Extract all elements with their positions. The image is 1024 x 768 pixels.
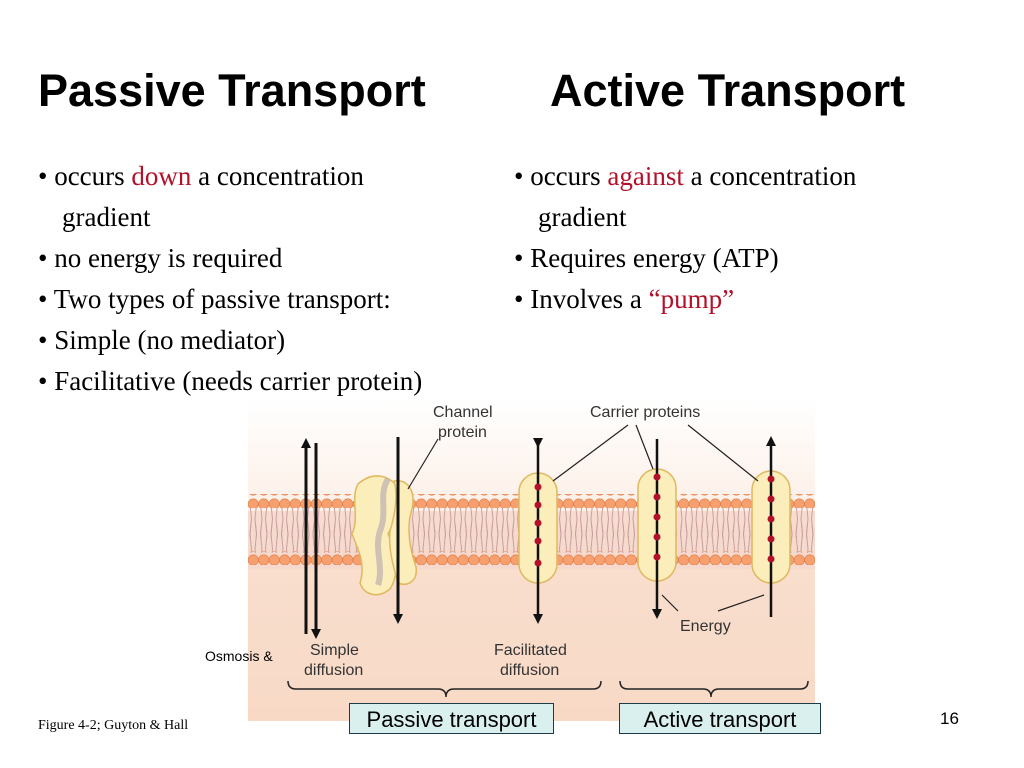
- cytoplasm-region: [248, 569, 815, 721]
- brackets: [287, 680, 809, 698]
- carrier-proteins-label: Carrier proteins: [590, 404, 700, 421]
- highlight-down: down: [131, 161, 192, 191]
- bullet-text: • occurs: [38, 161, 132, 191]
- highlight-against: against: [607, 161, 684, 191]
- active-bullet-3: • Involves a “pump”: [514, 279, 856, 320]
- active-carrier-2: [751, 436, 791, 617]
- passive-bullet-4: • Simple (no mediator): [38, 325, 286, 355]
- active-bullet-1: • occurs against a concentration: [514, 156, 856, 197]
- energy-label: Energy: [680, 618, 731, 635]
- passive-bullet-1: • occurs down a concentration: [38, 156, 422, 197]
- active-transport-label: Active transport: [619, 703, 821, 734]
- passive-transport-label: Passive transport: [349, 703, 554, 734]
- title-active-transport: Active Transport: [550, 65, 906, 116]
- simple-diffusion-line1: Simple: [310, 642, 359, 659]
- pointer-lines: [407, 424, 765, 612]
- bullet-text: a concentration: [683, 161, 857, 191]
- passive-bullet-1-cont: gradient: [62, 202, 151, 232]
- channel-protein: [351, 437, 417, 624]
- passive-bullet-5: • Facilitative (needs carrier protein): [38, 366, 423, 396]
- bullet-text: • occurs: [514, 161, 608, 191]
- simple-diffusion-line2: diffusion: [304, 662, 363, 679]
- active-carrier-1: [637, 439, 677, 619]
- title-passive-transport: Passive Transport: [38, 65, 426, 116]
- simple-diffusion-arrows: [301, 438, 321, 639]
- figure-labels: Channel protein Carrier proteins Energy …: [304, 404, 731, 679]
- bullet-text: a concentration: [191, 161, 364, 191]
- channel-label-line2: protein: [438, 424, 487, 441]
- passive-bullet-2: • no energy is required: [38, 243, 283, 273]
- page-number: 16: [940, 709, 959, 728]
- passive-bullet-list: • occurs down a concentration gradient •…: [38, 156, 422, 402]
- highlight-pump: “pump”: [648, 284, 735, 314]
- bullet-text: • Involves a: [514, 284, 649, 314]
- active-bullet-list: • occurs against a concentration gradien…: [514, 156, 856, 320]
- osmosis-label: Osmosis &: [205, 648, 273, 664]
- active-bullet-1-cont: gradient: [538, 202, 627, 232]
- figure-credit: Figure 4-2; Guyton & Hall: [38, 718, 189, 733]
- facilitated-diffusion-line2: diffusion: [500, 662, 559, 679]
- membrane-transport-figure: Channel protein Carrier proteins Energy …: [248, 399, 815, 721]
- facilitated-carrier: [518, 438, 558, 624]
- passive-bullet-3: • Two types of passive transport:: [38, 284, 391, 314]
- active-bullet-2: • Requires energy (ATP): [514, 243, 779, 273]
- facilitated-diffusion-line1: Facilitated: [494, 642, 567, 659]
- channel-label-line1: Channel: [433, 404, 493, 421]
